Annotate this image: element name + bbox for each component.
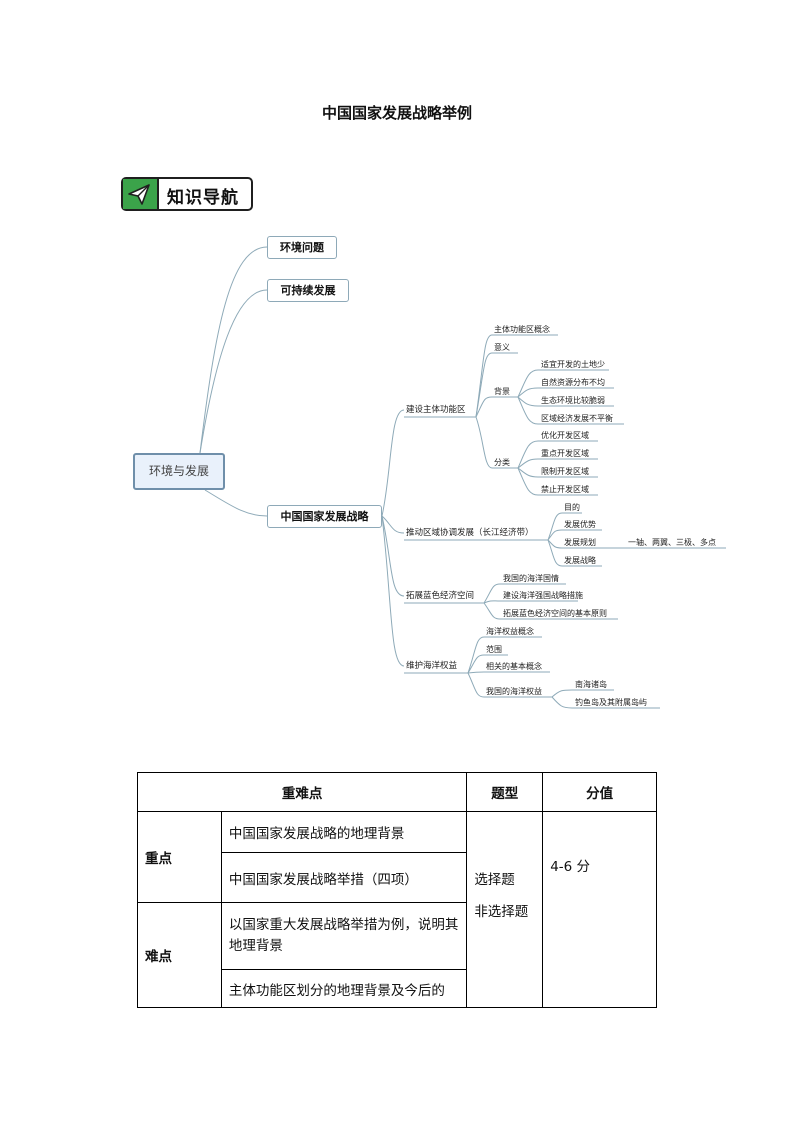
difficulty-table: 重难点 题型 分值 重点 中国国家发展战略的地理背景 选择题 非选择题 4-6 … [136,772,657,1008]
header-score: 分值 [542,772,657,812]
table-row: 重点 中国国家发展战略的地理背景 选择题 非选择题 4-6 分 [137,811,657,1008]
mind-map: 环境与发展 环境问题 可持续发展 中国国家发展战略 建设主体功能区 主体功能区概… [133,236,726,709]
key-points-label: 重点 [137,811,222,903]
zones-background-label: 背景 [494,387,510,396]
region-item: 发展规划 [564,538,596,547]
class-item: 优化开发区域 [541,431,589,440]
mind-map-connectors [199,246,726,709]
region-item: 目的 [564,503,580,512]
zones-concept: 主体功能区概念 [494,325,550,334]
question-types: 选择题 非选择题 [466,811,544,1008]
page-title: 中国国家发展战略举例 [321,104,472,122]
sea-item: 相关的基本概念 [486,662,542,671]
region-plan-detail: 一轴、两翼、三极、多点 [628,538,716,547]
class-item: 重点开发区域 [541,449,589,458]
blue-economy-label: 拓展蓝色经济空间 [406,591,475,601]
difficult-point-item: 主体功能区划分的地理背景及今后的 [220,969,468,1008]
region-item: 发展优势 [564,520,596,529]
difficult-point-item: 以国家重大发展战略举措为例，说明其地理背景 [220,902,468,970]
zones-classes-label: 分类 [494,458,510,467]
mindmap-root: 环境与发展 [133,453,225,490]
knowledge-nav-badge: 知识导航 [121,177,253,211]
region-item: 发展战略 [564,556,596,565]
sea-item: 范围 [486,645,502,654]
branch-environment-issues: 环境问题 [267,236,337,259]
background-item: 自然资源分布不均 [541,378,605,387]
branch-national-strategy: 中国国家发展战略 [267,505,382,528]
sea-rights-item: 钓鱼岛及其附属岛屿 [575,698,647,707]
sea-item: 我国的海洋权益 [486,687,542,696]
type-choice: 选择题 [474,871,515,888]
class-item: 禁止开发区域 [541,485,589,494]
header-type: 题型 [466,772,544,812]
key-point-item: 中国国家发展战略的地理背景 [220,811,468,853]
type-non-choice: 非选择题 [474,903,529,920]
zones-label: 建设主体功能区 [406,405,466,415]
knowledge-nav-label: 知识导航 [167,188,239,208]
header-focus: 重难点 [136,772,468,812]
sea-rights-label: 维护海洋权益 [406,661,458,671]
difficult-points-label: 难点 [137,902,222,1008]
class-item: 限制开发区域 [541,467,589,476]
background-item: 区域经济发展不平衡 [541,414,613,423]
key-point-item: 中国国家发展战略举措（四项） [220,852,468,903]
zones-meaning: 意义 [494,343,510,352]
background-item: 生态环境比较脆弱 [541,396,605,405]
blue-item: 拓展蓝色经济空间的基本原则 [503,609,607,618]
region-label: 推动区域协调发展（长江经济带） [406,528,534,538]
background-item: 适宜开发的土地少 [541,360,605,369]
branch-sustainable-development: 可持续发展 [267,279,349,302]
blue-item: 建设海洋强国战略措施 [503,591,583,600]
score-value: 4-6 分 [542,811,657,1008]
paper-plane-icon [123,179,159,209]
table-row: 难点 以国家重大发展战略举措为例，说明其地理背景 [137,902,657,1008]
table-row: 主体功能区划分的地理背景及今后的 [138,969,657,1008]
sea-item: 海洋权益概念 [486,627,534,636]
blue-item: 我国的海洋国情 [503,574,559,583]
table-header-row: 重难点 题型 分值 [136,772,657,812]
sea-rights-item: 南海诸岛 [575,680,607,689]
